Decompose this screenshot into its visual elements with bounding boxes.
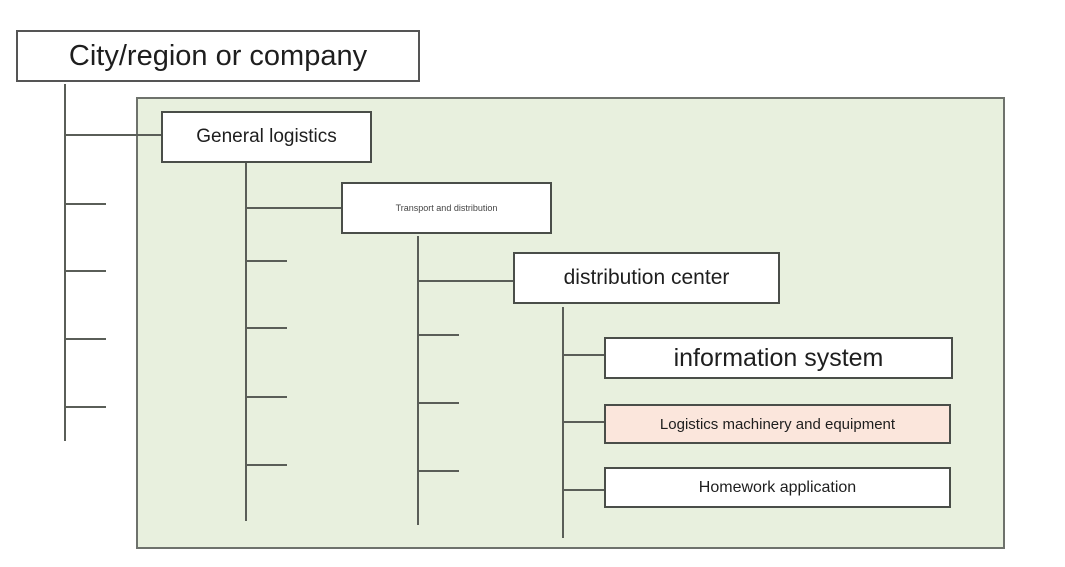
node-label: City/region or company (68, 39, 368, 72)
node-logistics-machinery-and-equipment: Logistics machinery and equipment (604, 404, 951, 444)
connector-root-to-level1 (64, 134, 162, 136)
node-label: General logistics (196, 126, 337, 147)
connector-stub (64, 406, 106, 408)
connector-stub (245, 464, 287, 466)
connector-stub (64, 338, 106, 340)
connector-stub (64, 203, 106, 205)
connector-level3-to-homework (562, 489, 605, 491)
connector-level3-to-machinery (562, 421, 605, 423)
node-homework-application: Homework application (604, 467, 951, 508)
node-label: Homework application (698, 478, 857, 496)
node-general-logistics: General logistics (161, 111, 372, 163)
connector-stub (417, 470, 459, 472)
connector-stub (64, 270, 106, 272)
node-label: Transport and distribution (395, 203, 498, 213)
connector-level1-vertical (245, 163, 247, 521)
connector-stub (245, 327, 287, 329)
connector-level2-to-level3 (417, 280, 514, 282)
node-label: information system (673, 343, 884, 372)
connector-level2-vertical (417, 236, 419, 525)
connector-level1-to-level2 (245, 207, 342, 209)
node-label: Logistics machinery and equipment (659, 415, 896, 433)
connector-level3-to-info-system (562, 354, 605, 356)
connector-root-vertical (64, 84, 66, 441)
node-information-system: information system (604, 337, 953, 379)
node-city-region-company: City/region or company (16, 30, 420, 82)
node-distribution-center: distribution center (513, 252, 780, 304)
connector-stub (245, 260, 287, 262)
connector-stub (245, 396, 287, 398)
node-transport-and-distribution: Transport and distribution (341, 182, 552, 234)
connector-stub (417, 402, 459, 404)
connector-stub (417, 334, 459, 336)
node-label: distribution center (563, 266, 730, 289)
